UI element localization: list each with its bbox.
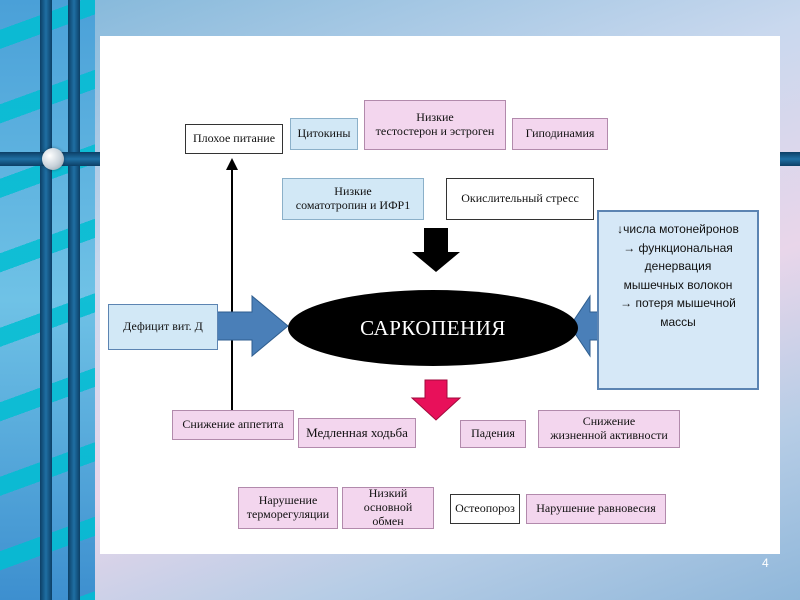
box-activity-line2: жизненной активности [550, 428, 668, 442]
box-falls-label: Падения [471, 426, 515, 441]
box-thermo: Нарушение терморегуляции [238, 487, 338, 529]
arrowhead-up [226, 158, 238, 170]
decorative-bar-right [68, 0, 80, 600]
box-balance: Нарушение равновесия [526, 494, 666, 524]
box-metabolism: Низкий основной обмен [342, 487, 434, 529]
box-low-somatotropin-line2: соматотропин и ИФР1 [295, 198, 411, 212]
box-thermo-line2: терморегуляции [246, 507, 330, 521]
center-ellipse: САРКОПЕНИЯ [288, 290, 578, 366]
box-balance-label: Нарушение равновесия [536, 501, 656, 516]
box-poor-nutrition: Плохое питание [185, 124, 283, 154]
neuro-panel: ↓числа мотонейронов → функциональная ден… [597, 210, 759, 390]
box-slow-walk-label: Медленная ходьба [306, 424, 408, 440]
neuro-line-5: → потеря мышечной [620, 296, 736, 311]
neuro-line-3: денервация [644, 259, 712, 274]
box-cytokines-label: Цитокины [297, 126, 351, 141]
decorative-knob [42, 148, 64, 170]
neuro-line-4: мышечных волокон [623, 277, 733, 292]
box-hypodynamia-label: Гиподинамия [525, 126, 595, 141]
box-metabolism-line2: основной обмен [363, 500, 413, 528]
box-slow-walk: Медленная ходьба [298, 418, 416, 448]
box-poor-nutrition-label: Плохое питание [192, 131, 276, 146]
arrow-left-blue [569, 294, 599, 358]
box-vit-d: Дефицит вит. Д [108, 304, 218, 350]
center-label: САРКОПЕНИЯ [360, 315, 506, 340]
box-low-hormones-line1: Низкие [416, 110, 454, 125]
arrow-down-black [412, 228, 460, 272]
box-appetite-label: Снижение аппетита [182, 417, 284, 432]
neuro-line-1: ↓числа мотонейронов [617, 222, 739, 236]
box-oxidative-stress-label: Окислительный стресс [461, 191, 579, 206]
box-low-somatotropin-line1: Низкие [334, 184, 372, 199]
arrow-right-blue [215, 294, 289, 358]
box-appetite: Снижение аппетита [172, 410, 294, 440]
slide-number: 4 [762, 556, 769, 570]
box-thermo-line1: Нарушение [258, 493, 318, 508]
box-activity: Снижение жизненной активности [538, 410, 680, 448]
box-falls: Падения [460, 420, 526, 448]
box-osteoporosis-label: Остеопороз [455, 501, 515, 516]
neuro-line-2: → функциональная [623, 240, 733, 255]
box-vit-d-label: Дефицит вит. Д [123, 319, 203, 334]
neuro-line-6: массы [660, 314, 696, 329]
box-oxidative-stress: Окислительный стресс [446, 178, 594, 220]
box-metabolism-line1: Низкий [368, 486, 408, 501]
box-activity-line1: Снижение [582, 414, 636, 429]
box-osteoporosis: Остеопороз [450, 494, 520, 524]
box-low-hormones-line2: тестостерон и эстроген [375, 124, 495, 138]
box-hypodynamia: Гиподинамия [512, 118, 608, 150]
box-low-hormones: Низкие тестостерон и эстроген [364, 100, 506, 150]
box-low-somatotropin: Низкие соматотропин и ИФР1 [282, 178, 424, 220]
box-cytokines: Цитокины [290, 118, 358, 150]
arrow-down-pink [410, 379, 462, 421]
